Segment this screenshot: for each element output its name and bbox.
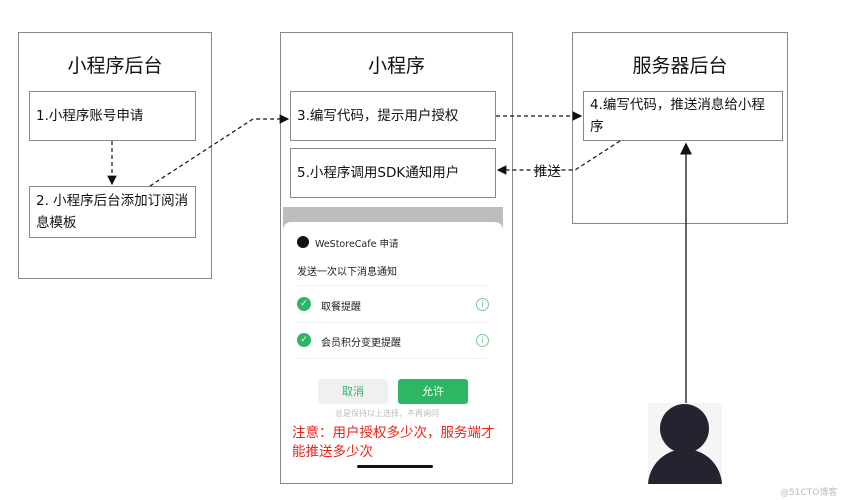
push-label: 推送 — [534, 164, 561, 180]
arrow-step2-to-step3 — [149, 114, 290, 187]
app-name: WeStoreCafe 申请 — [315, 239, 399, 250]
note-text: 注意：用户授权多少次，服务端才能推送多少次 — [292, 425, 495, 460]
divider — [298, 322, 488, 323]
step-5: 5.小程序调用SDK通知用户 — [290, 148, 496, 198]
subscription-item: 会员积分变更提醒 — [321, 338, 401, 349]
info-icon[interactable]: i — [476, 298, 489, 311]
watermark: @51CTO博客 — [780, 488, 838, 498]
check-circle-icon[interactable]: ✓ — [297, 297, 311, 311]
divider — [298, 285, 488, 286]
step-4: 4.编写代码，推送消息给小程序 — [583, 91, 783, 141]
step-3: 3.编写代码，提示用户授权 — [290, 91, 496, 141]
arrow-step4-to-step5 — [496, 140, 621, 175]
subscription-item: 取餐提醒 — [321, 302, 361, 313]
app-logo-icon — [297, 236, 309, 248]
divider — [298, 358, 488, 359]
step-2: 2. 小程序后台添加订阅消息模板 — [29, 186, 196, 238]
server-panel-title: 服务器后台 — [632, 55, 728, 77]
dialog-subtitle: 发送一次以下消息通知 — [297, 267, 397, 278]
person-icon — [648, 403, 722, 484]
cancel-button[interactable]: 取消 — [318, 379, 388, 404]
check-circle-icon[interactable]: ✓ — [297, 333, 311, 347]
authorization-dialog: WeStoreCafe 申请 发送一次以下消息通知 ✓ 取餐提醒 i ✓ 会员积… — [283, 222, 503, 470]
step-1: 1.小程序账号申请 — [29, 91, 196, 141]
miniprogram-panel-title: 小程序 — [367, 55, 425, 77]
allow-button[interactable]: 允许 — [398, 379, 468, 404]
remember-choice-option[interactable]: 总是保持以上选择，不再询问 — [335, 409, 439, 418]
admin-panel-title: 小程序后台 — [67, 55, 163, 77]
info-icon[interactable]: i — [476, 334, 489, 347]
authorization-dialog-screenshot: WeStoreCafe 申请 发送一次以下消息通知 ✓ 取餐提醒 i ✓ 会员积… — [283, 207, 503, 470]
home-indicator — [357, 465, 433, 468]
